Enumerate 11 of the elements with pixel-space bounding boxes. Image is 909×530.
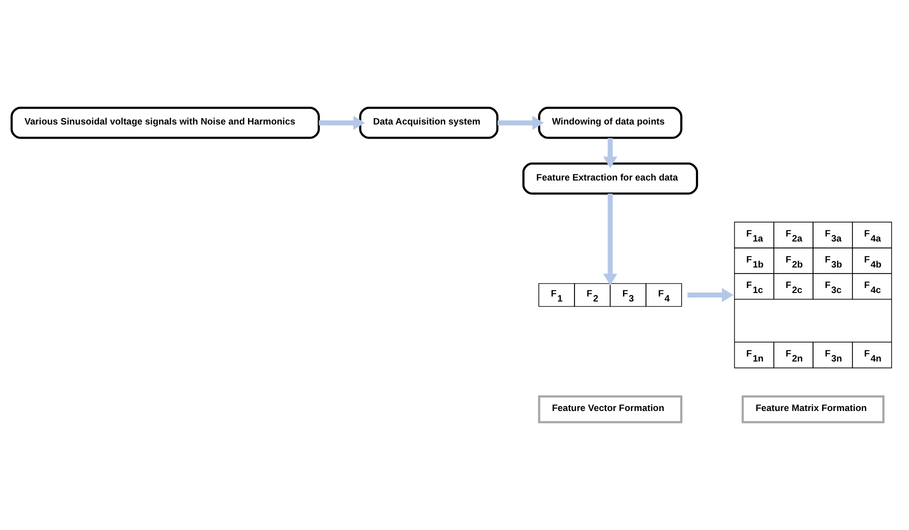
node-box: Feature Matrix Formation: [742, 395, 884, 424]
arrow: [603, 138, 618, 168]
node-box: Data Acquisition system: [359, 106, 498, 139]
node-box: Windowing of data points: [538, 106, 682, 139]
node-box: Feature Extraction for each data: [522, 162, 698, 195]
node-box: Various Sinusoidal voltage signals with Noise and Harmonics: [10, 106, 320, 139]
node-box: Feature Vector Formation: [538, 395, 682, 424]
arrow: [687, 288, 734, 302]
arrow: [603, 194, 618, 286]
arrow: [318, 116, 365, 130]
arrow: [498, 116, 544, 130]
